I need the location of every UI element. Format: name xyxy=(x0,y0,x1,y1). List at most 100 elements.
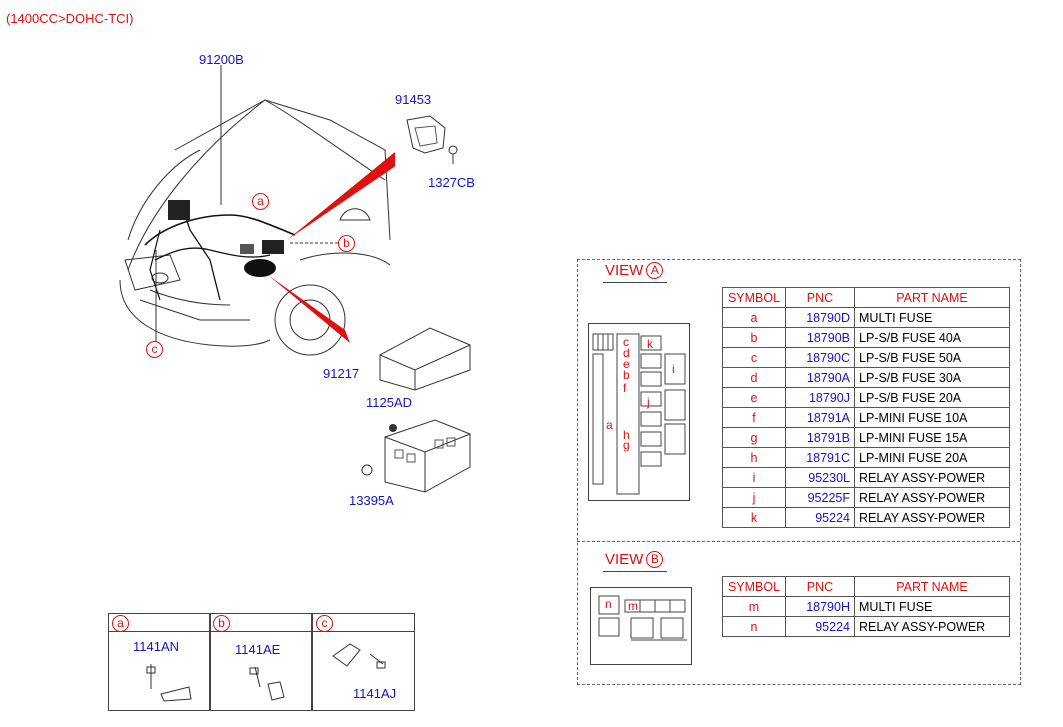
view-a-fusebox-lines xyxy=(592,333,686,495)
fusebox-cover-illustration xyxy=(379,327,471,391)
row-symbol: n xyxy=(722,616,786,637)
view-a-letter-g: g xyxy=(623,438,630,452)
row-part-name: LP-S/B FUSE 20A xyxy=(854,387,1010,408)
row-part-name: MULTI FUSE xyxy=(854,596,1010,617)
view-a-letter-k: k xyxy=(647,337,653,351)
row-pnc: 18790A xyxy=(785,367,855,388)
callout-b-marker: b xyxy=(338,235,355,252)
row-pnc: 18790D xyxy=(785,307,855,328)
view-a-marker: A xyxy=(646,262,664,279)
row-part-name: MULTI FUSE xyxy=(854,307,1010,328)
row-part-name: LP-S/B FUSE 30A xyxy=(854,367,1010,388)
row-part-name: LP-S/B FUSE 50A xyxy=(854,347,1010,368)
row-pnc: 18791B xyxy=(785,427,855,448)
detail-box-b-header xyxy=(210,614,311,632)
fusebox-body-illustration xyxy=(361,419,471,493)
view-a-table-header: SYMBOL PNC PART NAME xyxy=(722,287,1010,308)
detail-box-a-marker: a xyxy=(112,615,129,632)
bolt-illustration-c xyxy=(332,643,386,669)
view-a-header-part-name: PART NAME xyxy=(854,287,1010,308)
view-a-letter-e: e xyxy=(623,357,630,371)
engine-room-illustration xyxy=(119,99,395,356)
detail-box-b: b 1141AE xyxy=(209,613,312,711)
detail-box-c-part: 1141AJ xyxy=(353,686,397,701)
view-a-letter-i: i xyxy=(672,362,675,376)
bolt-illustration-b xyxy=(249,666,285,701)
view-a-title-underline xyxy=(603,282,667,283)
callout-b-leader xyxy=(290,242,338,244)
view-a-header-symbol: SYMBOL xyxy=(722,287,786,308)
view-panel-divider xyxy=(577,541,1020,542)
view-b-title-text: VIEW xyxy=(605,551,644,568)
part-label-bolt-box: 1125AD xyxy=(366,395,413,410)
detail-box-c-header xyxy=(313,614,414,632)
row-part-name: RELAY ASSY-POWER xyxy=(854,467,1010,488)
row-part-name: RELAY ASSY-POWER xyxy=(854,487,1010,508)
row-pnc: 18790B xyxy=(785,327,855,348)
row-symbol: c xyxy=(722,347,786,368)
row-pnc: 95224 xyxy=(785,616,855,637)
row-part-name: RELAY ASSY-POWER xyxy=(854,507,1010,528)
row-symbol: g xyxy=(722,427,786,448)
row-symbol: a xyxy=(722,307,786,328)
part-label-nut-box: 13395A xyxy=(349,493,394,508)
row-symbol: d xyxy=(722,367,786,388)
row-pnc: 95225F xyxy=(785,487,855,508)
row-part-name: RELAY ASSY-POWER xyxy=(854,616,1010,637)
detail-box-c-marker: c xyxy=(316,615,333,632)
detail-box-b-marker: b xyxy=(213,615,230,632)
view-a-letter-h: h xyxy=(623,428,630,442)
view-b-header-pnc: PNC xyxy=(785,576,855,597)
bracket-illustration xyxy=(406,115,458,164)
view-b-fusebox-diagram: n m xyxy=(590,587,692,665)
row-symbol: b xyxy=(722,327,786,348)
row-part-name: LP-MINI FUSE 15A xyxy=(854,427,1010,448)
harness-leader-line xyxy=(220,65,222,205)
view-a-letter-a: a xyxy=(606,418,613,432)
view-b-table-header: SYMBOL PNC PART NAME xyxy=(722,576,1010,597)
detail-box-a: a 1141AN xyxy=(108,613,211,711)
row-pnc: 95224 xyxy=(785,507,855,528)
row-pnc: 95230L xyxy=(785,467,855,488)
row-part-name: LP-S/B FUSE 40A xyxy=(854,327,1010,348)
row-pnc: 18790C xyxy=(785,347,855,368)
view-b-title-underline xyxy=(603,571,667,572)
part-label-bolt-bracket: 1327CB xyxy=(428,175,475,190)
bolt-illustration-a xyxy=(146,664,192,702)
engine-spec-label: (1400CC>DOHC-TCI) xyxy=(6,11,134,26)
view-a-letter-c: c xyxy=(623,335,629,349)
view-a-letter-j: j xyxy=(647,395,650,409)
view-a-header-pnc: PNC xyxy=(785,287,855,308)
row-symbol: k xyxy=(722,507,786,528)
row-symbol: h xyxy=(722,447,786,468)
row-pnc: 18791A xyxy=(785,407,855,428)
view-b-header-part-name: PART NAME xyxy=(854,576,1010,597)
view-b-marker: B xyxy=(646,551,664,568)
view-b-fusebox-lines xyxy=(598,595,687,641)
row-pnc: 18790J xyxy=(785,387,855,408)
view-a-letter-b: b xyxy=(623,368,630,382)
callout-a-marker: a xyxy=(252,193,269,210)
row-symbol: e xyxy=(722,387,786,408)
row-pnc: 18791C xyxy=(785,447,855,468)
row-symbol: f xyxy=(722,407,786,428)
row-symbol: j xyxy=(722,487,786,508)
view-a-fusebox-diagram: c d e b f a g h i j k xyxy=(588,323,690,501)
view-a-letter-d: d xyxy=(623,346,630,360)
row-part-name: LP-MINI FUSE 20A xyxy=(854,447,1010,468)
view-a-title-text: VIEW xyxy=(605,262,644,279)
view-b-header-symbol: SYMBOL xyxy=(722,576,786,597)
